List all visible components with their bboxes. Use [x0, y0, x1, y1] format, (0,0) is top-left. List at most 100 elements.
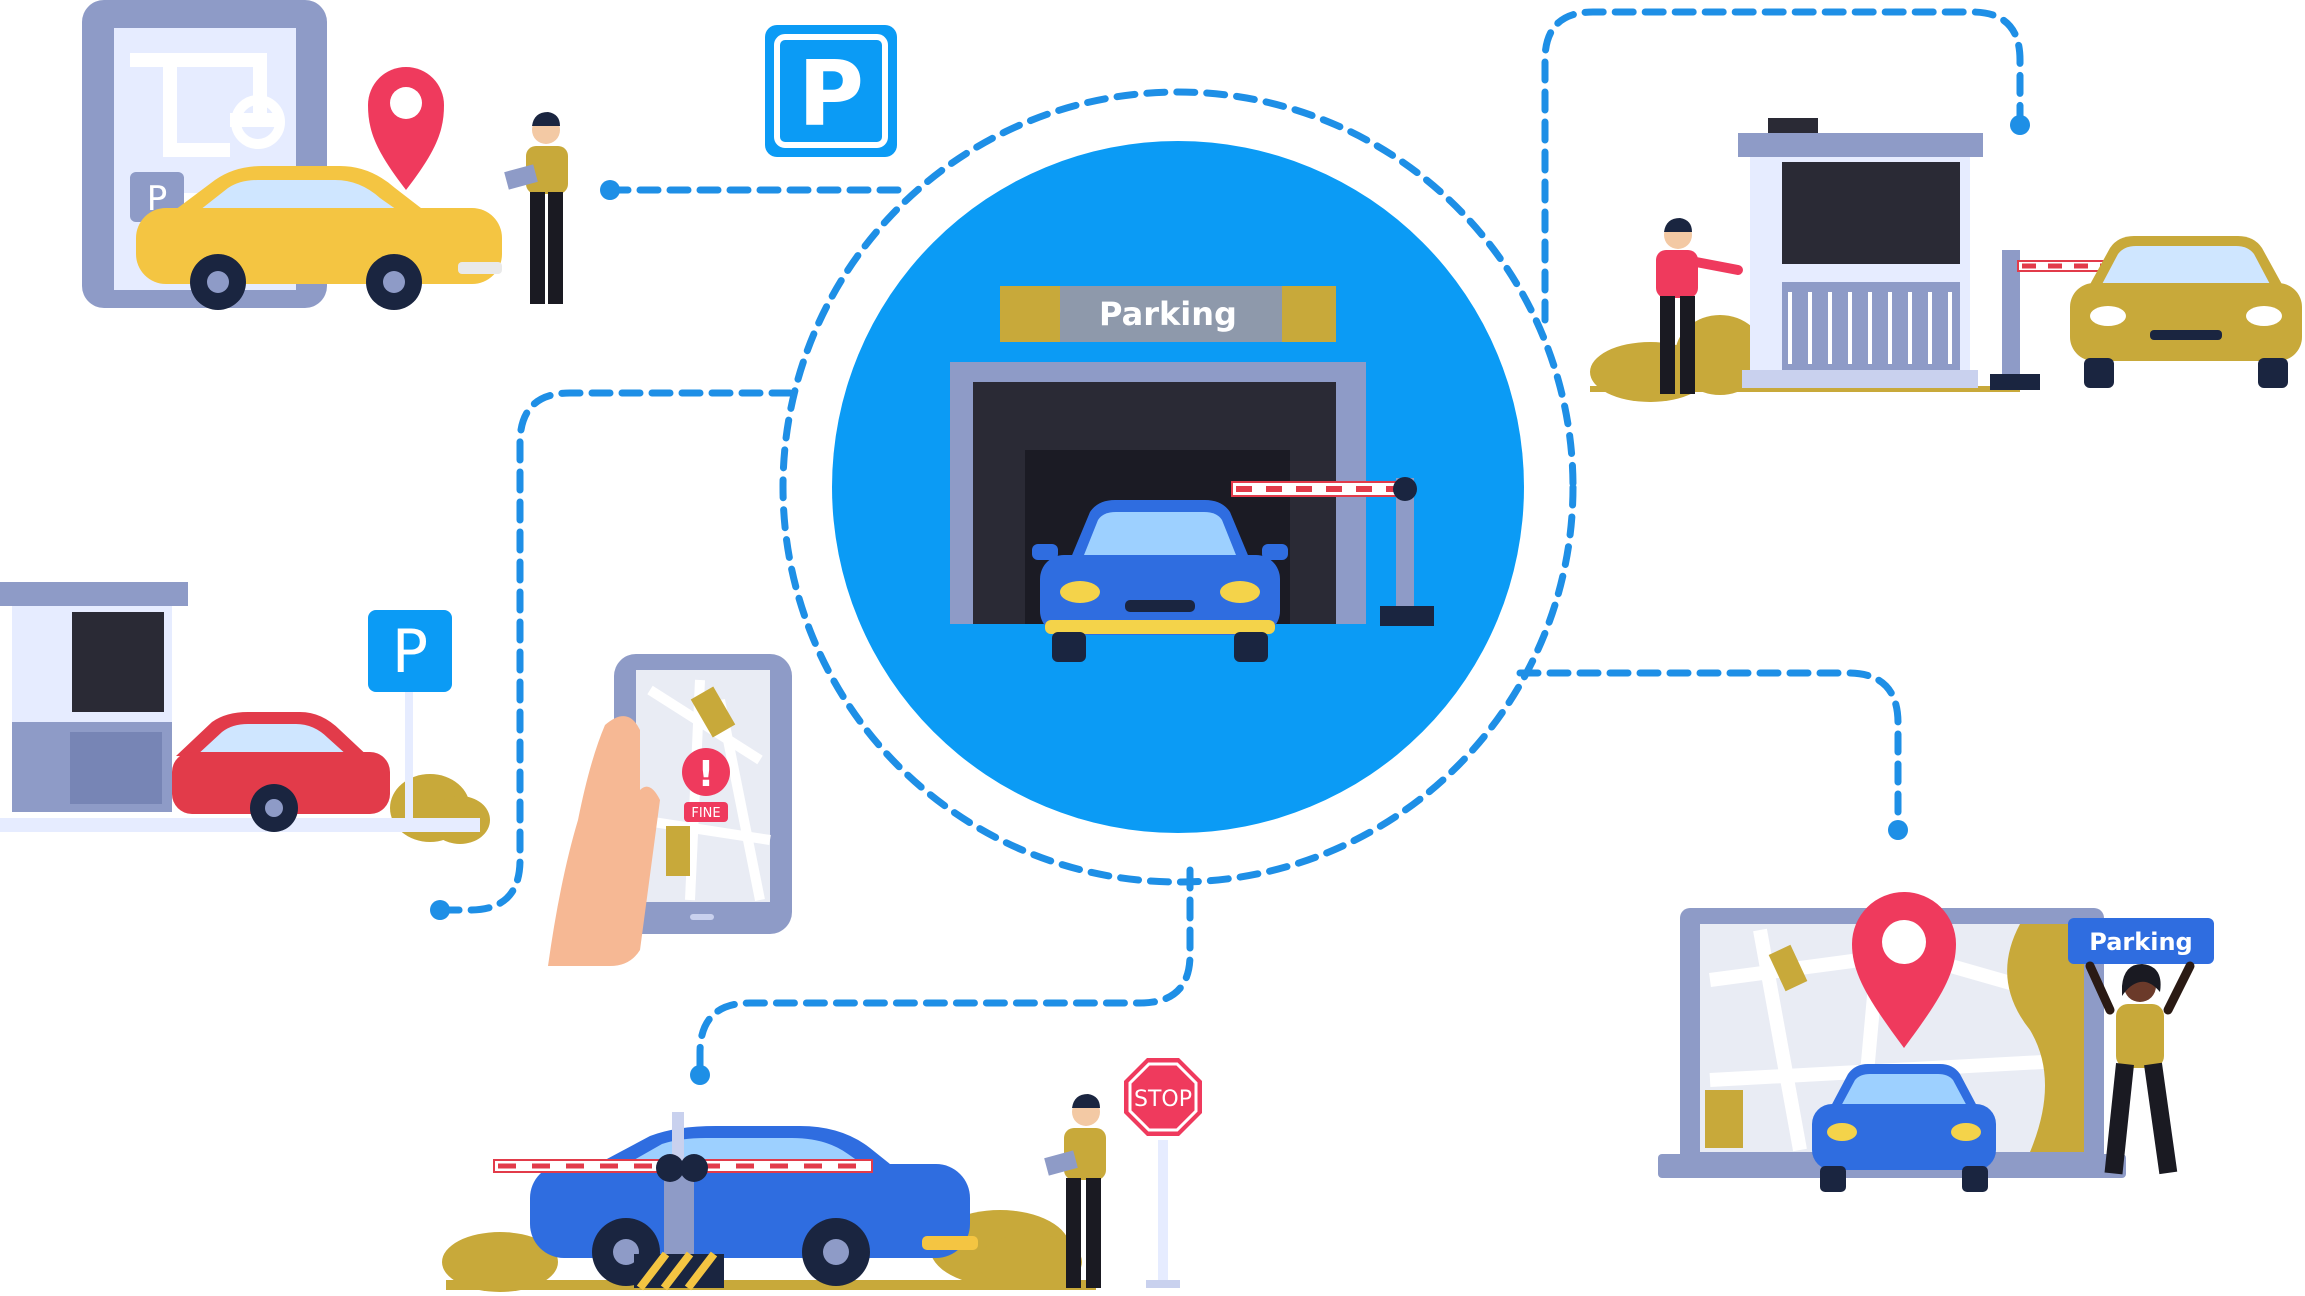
map-tablet-scene: P: [82, 0, 568, 310]
person-shirt: [1656, 250, 1698, 298]
car-icon: [172, 712, 390, 832]
laptop-map-block: [1768, 944, 1808, 992]
car-wheel-left: [1052, 632, 1086, 662]
person-holding-banner: Parking: [2068, 918, 2214, 1175]
person-hair: [1664, 218, 1692, 232]
map-pin-hole: [390, 87, 422, 119]
connector-left: [436, 389, 794, 914]
car-headlight-left: [1827, 1123, 1857, 1141]
car-wheel-right: [1962, 1166, 1988, 1192]
car-icon: [136, 166, 502, 310]
car-headlight-right: [1220, 581, 1260, 603]
stop-sign-plate: [1124, 1058, 1202, 1136]
car-mirror-right: [1262, 544, 1288, 560]
smartphone-icon: [614, 654, 792, 934]
laptop-icon: [1658, 908, 2126, 1178]
car-icon: [2070, 236, 2302, 388]
endpoint-dot: [430, 900, 450, 920]
car-windshield: [1840, 1074, 1968, 1108]
booth-panel: [70, 732, 162, 804]
endpoint-dot: [1888, 820, 1908, 840]
car-grille: [2150, 330, 2222, 340]
sign-board-center: [1060, 286, 1282, 342]
car-hub-rear: [613, 1239, 639, 1265]
booth-window: [1782, 162, 1960, 264]
map-pin-icon: [368, 67, 444, 190]
car-body: [1040, 555, 1280, 635]
connector-top-right: [1541, 8, 2024, 324]
center-dashed-ring: [779, 88, 1577, 886]
booth-chimney: [1768, 118, 1818, 134]
toll-booth-icon: [0, 582, 188, 812]
banner-sign: [2068, 918, 2214, 964]
parking-sign-plate: [765, 25, 897, 157]
car-icon: [1812, 1064, 1996, 1192]
sign-letter: P: [392, 617, 428, 687]
booth-window: [72, 612, 164, 712]
person-arm-pointing: [1691, 257, 1743, 275]
barrier-base: [1380, 606, 1434, 626]
gate-pivot: [680, 1154, 708, 1182]
stop-sign-pole: [1158, 1140, 1168, 1284]
car-body: [2070, 283, 2302, 361]
street-parking-scene: P: [0, 582, 490, 844]
person-arm-left: [2085, 961, 2115, 1015]
toll-booth-icon: [1738, 118, 1983, 388]
phone-map-block: [666, 826, 690, 876]
car-wheel-right: [2258, 358, 2288, 388]
booth-base: [1742, 370, 1978, 388]
person-leg-left: [2104, 1063, 2134, 1175]
alert-icon: [682, 748, 730, 796]
sign-pole: [405, 688, 413, 828]
car-hub: [265, 799, 283, 817]
car-headlight-left: [2090, 306, 2126, 326]
barrier-post: [1396, 478, 1414, 608]
person-leg-left: [1066, 1178, 1081, 1288]
gate-base-stripes: [636, 1251, 718, 1291]
stop-sign-label: STOP: [1134, 1087, 1192, 1112]
person-arm-right: [2163, 961, 2195, 1015]
car-hub-front: [383, 271, 405, 293]
attendant-person: [504, 112, 568, 304]
car-wheel-right: [1234, 632, 1268, 662]
parking-sign-border: [774, 34, 888, 148]
map-pin-icon: [1852, 892, 1956, 1048]
alert-mark: !: [698, 754, 714, 795]
parking-sign-letter: P: [798, 42, 864, 147]
map-pin-hole: [1882, 920, 1926, 964]
car-bumper: [458, 262, 502, 274]
sign-board-right: [1282, 286, 1336, 342]
car-windshield: [1082, 512, 1238, 560]
car-body: [1812, 1104, 1996, 1170]
car-body: [136, 208, 502, 284]
car-icon: [530, 1126, 978, 1286]
car-windshield: [2100, 246, 2272, 288]
barrier-arm: [1231, 481, 1403, 497]
person-clipboard: [504, 164, 538, 190]
person-leg-right: [1086, 1178, 1101, 1288]
bush: [978, 1234, 1082, 1290]
parking-sign-icon: P: [368, 610, 452, 828]
car-body: [172, 752, 390, 814]
central-parking-hub: Parking: [832, 141, 1524, 833]
car-hub-rear: [207, 271, 229, 293]
car-window: [200, 180, 400, 212]
booth-grill: [1788, 292, 1952, 364]
dashed-connectors: [436, 8, 2024, 1079]
banner-sign-label: Parking: [2089, 928, 2192, 956]
person-hair: [2122, 964, 2161, 996]
person-hair: [1072, 1094, 1100, 1108]
person-leg-right: [548, 192, 563, 304]
endpoint-dot: [2010, 115, 2030, 135]
fine-badge-label: FINE: [691, 806, 720, 821]
gate-base: [1990, 374, 2040, 390]
car-mirror-left: [1032, 544, 1058, 560]
ground-line: [446, 1280, 1096, 1290]
stop-sign-icon: STOP: [1124, 1058, 1202, 1288]
car-wheel-left: [2084, 358, 2114, 388]
center-sign-label: Parking: [1099, 295, 1237, 333]
gate-pivot: [656, 1154, 684, 1182]
barrier-pivot: [1393, 477, 1417, 501]
gate-post: [2002, 250, 2020, 378]
